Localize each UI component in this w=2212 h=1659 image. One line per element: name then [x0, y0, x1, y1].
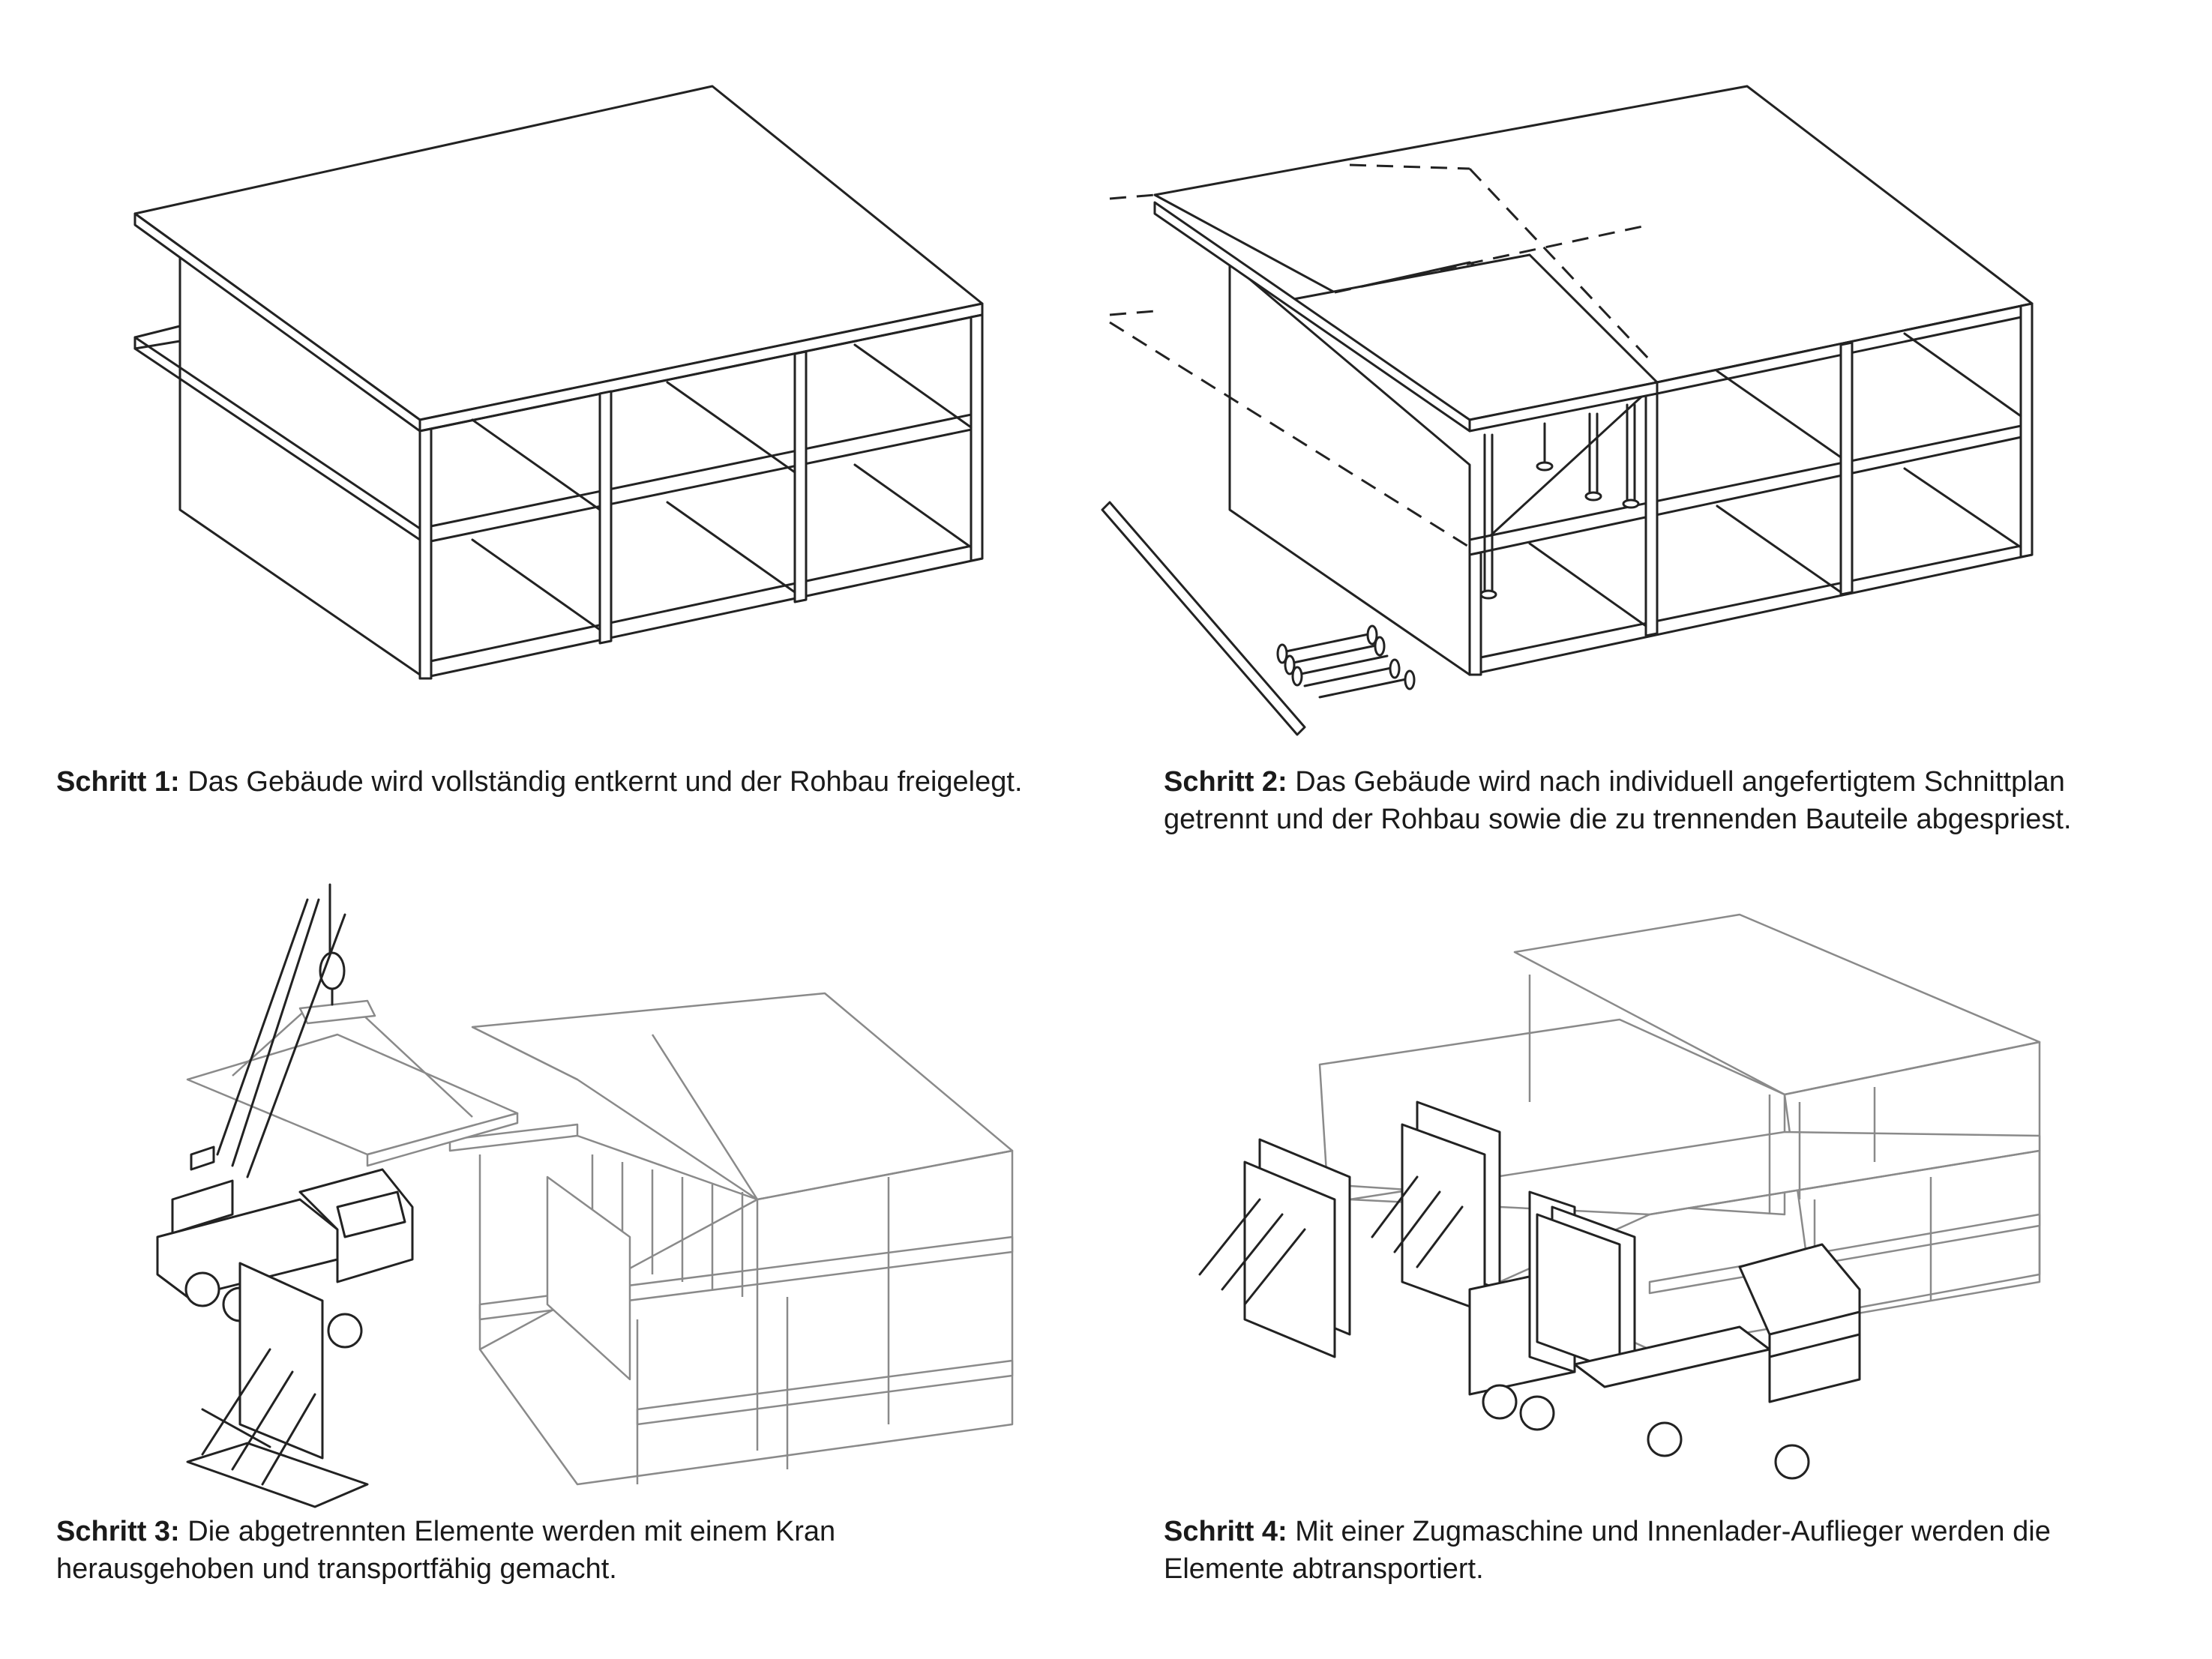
- step-4-label: Schritt 4:: [1164, 1516, 1287, 1547]
- prop-stack: [1276, 624, 1416, 699]
- propped-panel: [186, 1262, 369, 1508]
- lifted-slab: [186, 883, 519, 1167]
- step-2-caption: Schritt 2: Das Gebäude wird nach individ…: [1164, 763, 2169, 838]
- crane-truck: [156, 898, 414, 1349]
- step-2-text: Das Gebäude wird nach individuell angefe…: [1164, 766, 2072, 835]
- step-1-caption: Schritt 1: Das Gebäude wird vollständig …: [56, 763, 1106, 801]
- props: [1479, 403, 1640, 600]
- building-cut-plan: [1101, 85, 2034, 736]
- step-3-caption: Schritt 3: Die abgetrennten Elemente wer…: [56, 1513, 919, 1588]
- step-2-label: Schritt 2:: [1164, 766, 1287, 798]
- step-4-caption: Schritt 4: Mit einer Zugmaschine und Inn…: [1164, 1513, 2169, 1588]
- building-partial: [448, 992, 1014, 1486]
- step-3-text: Die abgetrennten Elemente werden mit ein…: [56, 1516, 836, 1585]
- step-2-illustration: [1101, 75, 2070, 736]
- building-cores-removed: [133, 85, 984, 680]
- step-3-illustration: [156, 883, 1050, 1508]
- step-1-text: Das Gebäude wird vollständig entkernt un…: [179, 766, 1023, 798]
- truck-trailer: [1468, 1190, 1861, 1480]
- panel-racks: [1198, 1101, 1501, 1358]
- step-4-illustration: [1198, 913, 2062, 1499]
- step-3-label: Schritt 3:: [56, 1516, 180, 1547]
- step-1-label: Schritt 1:: [56, 766, 180, 798]
- step-1-illustration: [112, 75, 1012, 705]
- step-4-text: Mit einer Zugmaschine und Innenlader-Auf…: [1164, 1516, 2051, 1585]
